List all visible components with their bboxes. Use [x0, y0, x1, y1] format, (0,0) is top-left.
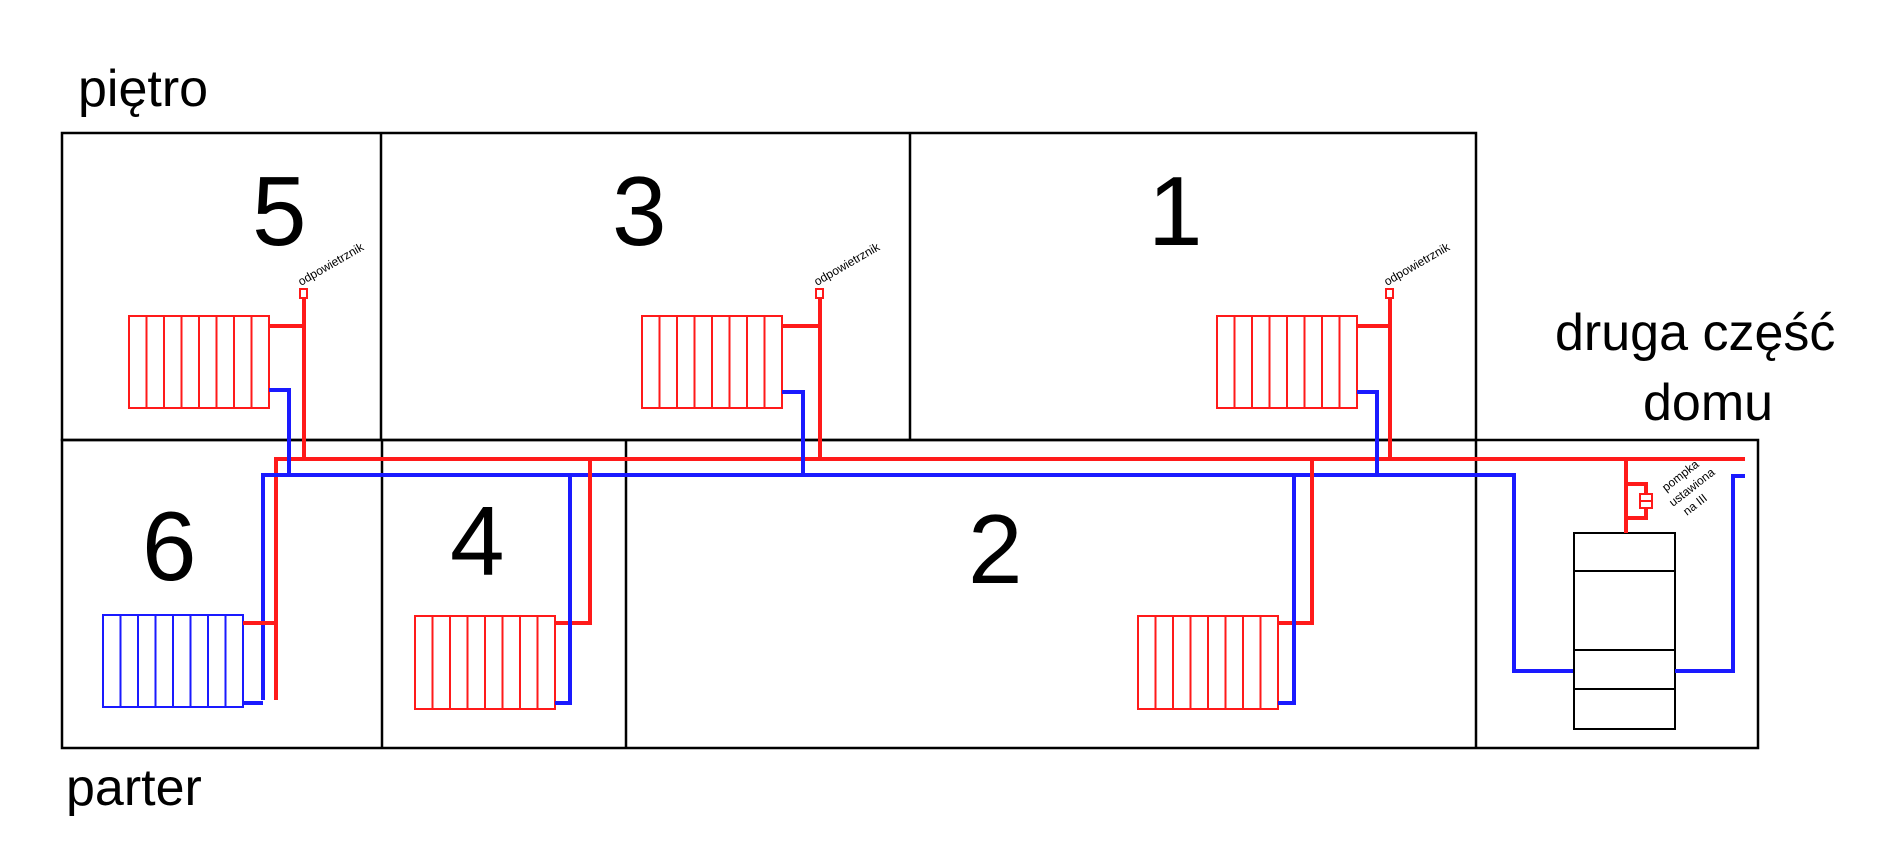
supply-main-pipe — [274, 457, 1745, 700]
air-vent — [299, 288, 308, 299]
return-main-pipe — [261, 473, 1575, 700]
other-part-label-line1: druga część — [1555, 304, 1835, 362]
ground-floor-outline — [60, 438, 1760, 750]
radiator-fins — [119, 615, 227, 707]
air-vent — [1385, 288, 1394, 299]
radiator-room-6 — [102, 614, 276, 708]
radiator-fins — [1233, 316, 1341, 408]
ground-floor-label: parter — [66, 759, 202, 817]
radiator-return-branch — [555, 475, 572, 705]
radiator-return-branch — [1278, 475, 1296, 705]
room-number-3: 3 — [612, 156, 667, 266]
other-part-label-line2: domu — [1643, 374, 1773, 432]
ground-floor-walls — [60, 438, 1760, 750]
room-number-5: 5 — [252, 156, 307, 266]
room-number-1: 1 — [1148, 156, 1203, 266]
air-vent-label: odpowietrznik — [812, 239, 883, 288]
radiator-return-branch — [782, 390, 805, 475]
radiator-fins — [145, 316, 253, 408]
room-number-2: 2 — [968, 494, 1023, 604]
radiator-fins — [431, 616, 539, 709]
radiator-supply-branch — [1278, 459, 1314, 625]
boiler-return-connection — [1675, 474, 1745, 673]
radiator-fins — [658, 316, 766, 408]
room-number-6: 6 — [142, 491, 197, 601]
radiator-return-branch — [269, 388, 291, 475]
room-number-4: 4 — [450, 486, 505, 596]
air-vent-label: odpowietrznik — [1382, 239, 1453, 288]
air-vent — [815, 288, 824, 299]
upper-floor-label: piętro — [78, 60, 208, 118]
radiator-room-4 — [414, 459, 592, 710]
radiator-room-2 — [1137, 459, 1314, 710]
boiler-body — [1573, 532, 1676, 730]
radiator-fins — [1154, 616, 1262, 709]
boiler-unit: pompka ustawiona na III — [1573, 457, 1745, 730]
radiator-return-branch — [1357, 390, 1379, 475]
radiator-supply-branch — [555, 459, 592, 625]
